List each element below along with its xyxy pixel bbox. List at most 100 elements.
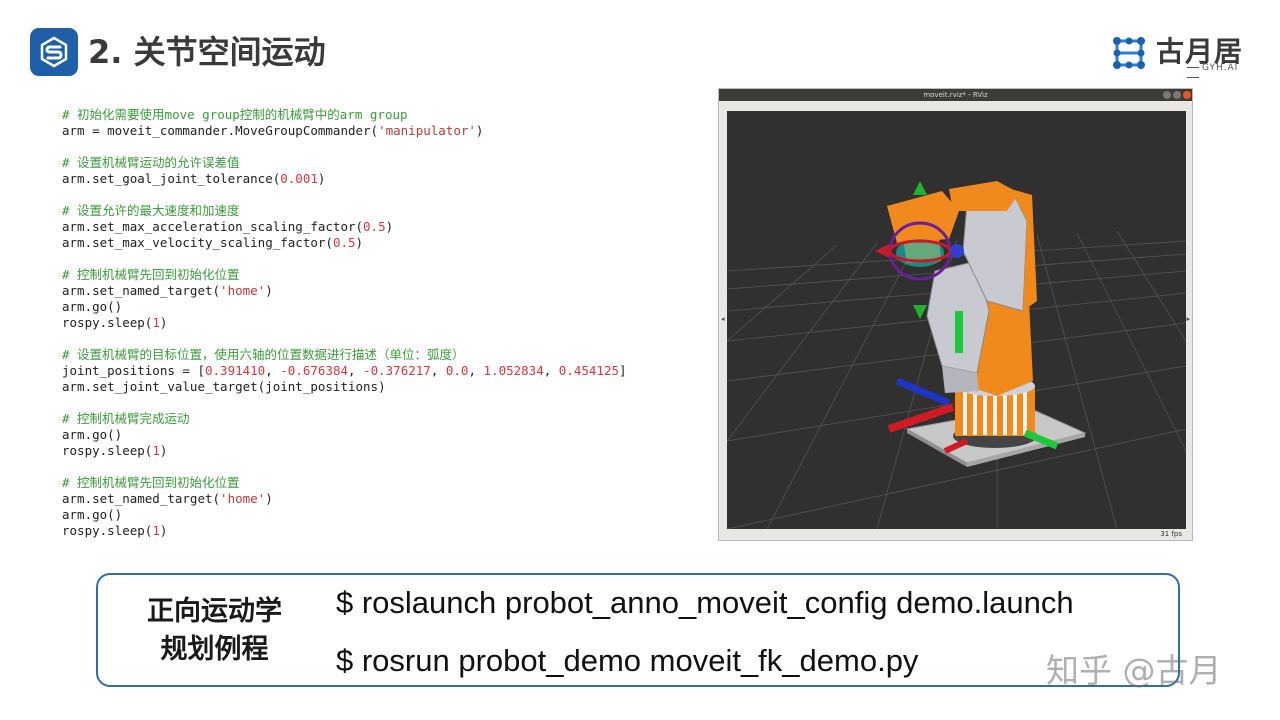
code-token: 0.454125 <box>558 363 620 378</box>
code-token: # 控制机械臂先回到初始化位置 <box>62 267 240 282</box>
code-line: arm.set_joint_value_target(joint_positio… <box>62 379 702 395</box>
command-rosrun: $ rosrun probot_demo moveit_fk_demo.py <box>336 643 919 678</box>
code-token: 1 <box>152 443 160 458</box>
code-comment-line: # 控制机械臂先回到初始化位置 <box>62 267 702 283</box>
3d-viewport[interactable] <box>727 111 1186 529</box>
code-comment-line: # 控制机械臂先回到初始化位置 <box>62 475 702 491</box>
code-line: arm.set_named_target('home') <box>62 283 702 299</box>
code-token: , <box>265 363 281 378</box>
code-line: arm.set_max_velocity_scaling_factor(0.5) <box>62 235 702 251</box>
code-token: # 设置机械臂运动的允许误差值 <box>62 155 240 170</box>
code-token: ) <box>159 523 168 538</box>
minimize-button[interactable] <box>1163 91 1171 99</box>
code-token: rospy.sleep( <box>62 523 153 538</box>
brand-subtitle: GYH.AI <box>1184 63 1254 83</box>
code-token: 'home' <box>220 491 266 506</box>
code-token: 0.001 <box>280 171 318 186</box>
code-blank-line <box>62 139 702 155</box>
code-token: ) <box>475 123 484 138</box>
code-token: arm = moveit_commander.MoveGroupCommande… <box>62 123 379 138</box>
code-token: -0.676384 <box>280 363 349 378</box>
code-token: rospy.sleep( <box>62 315 153 330</box>
label-line-2: 规划例程 <box>160 634 269 665</box>
code-token: ) <box>385 219 394 234</box>
code-token: 'manipulator' <box>378 123 476 138</box>
code-token: , <box>348 363 364 378</box>
label-line-1: 正向运动学 <box>147 596 282 627</box>
code-token: ) <box>159 443 168 458</box>
code-token: ) <box>355 235 364 250</box>
code-token: ) <box>317 171 326 186</box>
code-token: arm.go() <box>62 427 123 442</box>
code-comment-line: # 设置机械臂的目标位置，使用六轴的位置数据进行描述（单位：弧度） <box>62 347 702 363</box>
fps-readout: 31 fps <box>1160 530 1182 538</box>
code-token: arm.set_max_velocity_scaling_factor( <box>62 235 333 250</box>
robot-shoulder <box>949 181 1019 211</box>
code-token: 0.0 <box>445 363 469 378</box>
code-token: ) <box>159 315 168 330</box>
code-token: , <box>543 363 559 378</box>
code-token: # 初始化需要使用move group控制的机械臂中的arm group <box>62 107 408 122</box>
code-line: arm = moveit_commander.MoveGroupCommande… <box>62 123 702 139</box>
code-line: rospy.sleep(1) <box>62 443 702 459</box>
code-token: joint_positions = [ <box>62 363 205 378</box>
code-token: ) <box>265 283 273 298</box>
code-token: arm.set_max_acceleration_scaling_factor( <box>62 219 364 234</box>
code-blank-line <box>62 331 702 347</box>
code-token: , <box>430 363 446 378</box>
code-token: arm.set_goal_joint_tolerance( <box>62 171 281 186</box>
hex-network-icon <box>1113 37 1145 69</box>
code-token: 0.5 <box>332 235 356 250</box>
code-token: # 控制机械臂先回到初始化位置 <box>62 475 240 490</box>
robot-forearm <box>887 191 959 243</box>
s-logo-icon <box>30 28 78 76</box>
code-token: -0.376217 <box>363 363 431 378</box>
code-token: 1 <box>152 315 160 330</box>
command-roslaunch: $ roslaunch probot_anno_moveit_config de… <box>336 585 1074 620</box>
code-comment-line: # 控制机械臂完成运动 <box>62 411 702 427</box>
close-button[interactable] <box>1183 91 1191 99</box>
x-axis-gizmo <box>887 403 955 433</box>
code-comment-line: # 设置允许的最大速度和加速度 <box>62 203 702 219</box>
code-token: 0.5 <box>363 219 386 234</box>
window-title: moveit.rviz* - RViz <box>923 91 988 99</box>
code-token: # 设置允许的最大速度和加速度 <box>62 203 240 218</box>
code-token: arm.go() <box>62 507 123 522</box>
code-token: arm.set_joint_value_target(joint_positio… <box>62 379 386 394</box>
code-line: arm.set_goal_joint_tolerance(0.001) <box>62 171 702 187</box>
code-blank-line <box>62 251 702 267</box>
code-token: 0.391410 <box>205 363 266 378</box>
collapse-right-icon[interactable]: ▸ <box>1186 315 1190 323</box>
code-line: joint_positions = [0.391410, -0.676384, … <box>62 363 702 379</box>
code-token: ) <box>265 491 273 506</box>
command-box: 正向运动学 规划例程 $ roslaunch probot_anno_movei… <box>96 573 1180 687</box>
code-blank-line <box>62 395 702 411</box>
code-token: ] <box>619 363 627 378</box>
code-line: rospy.sleep(1) <box>62 523 702 539</box>
window-titlebar: moveit.rviz* - RViz <box>719 89 1192 101</box>
code-blank-line <box>62 187 702 203</box>
z-axis-gizmo <box>895 377 951 407</box>
code-line: arm.set_max_acceleration_scaling_factor(… <box>62 219 702 235</box>
code-blank-line <box>62 459 702 475</box>
rviz-window: moveit.rviz* - RViz ◂ ▸ <box>718 88 1193 541</box>
code-comment-line: # 初始化需要使用move group控制的机械臂中的arm group <box>62 107 702 123</box>
brand-logo: 古月居 GYH.AI <box>1108 30 1254 76</box>
code-comment-line: # 设置机械臂运动的允许误差值 <box>62 155 702 171</box>
collapse-left-icon[interactable]: ◂ <box>721 315 725 323</box>
code-token: 1 <box>152 523 160 538</box>
code-line: arm.go() <box>62 507 702 523</box>
code-line: rospy.sleep(1) <box>62 315 702 331</box>
code-token: # 设置机械臂的目标位置，使用六轴的位置数据进行描述（单位：弧度） <box>62 347 465 362</box>
code-token: 1.052834 <box>483 363 544 378</box>
code-token: arm.set_named_target( <box>62 283 221 298</box>
page-title: 2. 关节空间运动 <box>88 33 326 71</box>
code-token: arm.set_named_target( <box>62 491 221 506</box>
command-box-label: 正向运动学 规划例程 <box>132 593 297 669</box>
maximize-button[interactable] <box>1173 91 1181 99</box>
watermark: 知乎 @古月 <box>1046 651 1222 690</box>
code-line: arm.go() <box>62 427 702 443</box>
code-token: rospy.sleep( <box>62 443 153 458</box>
code-token: # 控制机械臂完成运动 <box>62 411 190 426</box>
